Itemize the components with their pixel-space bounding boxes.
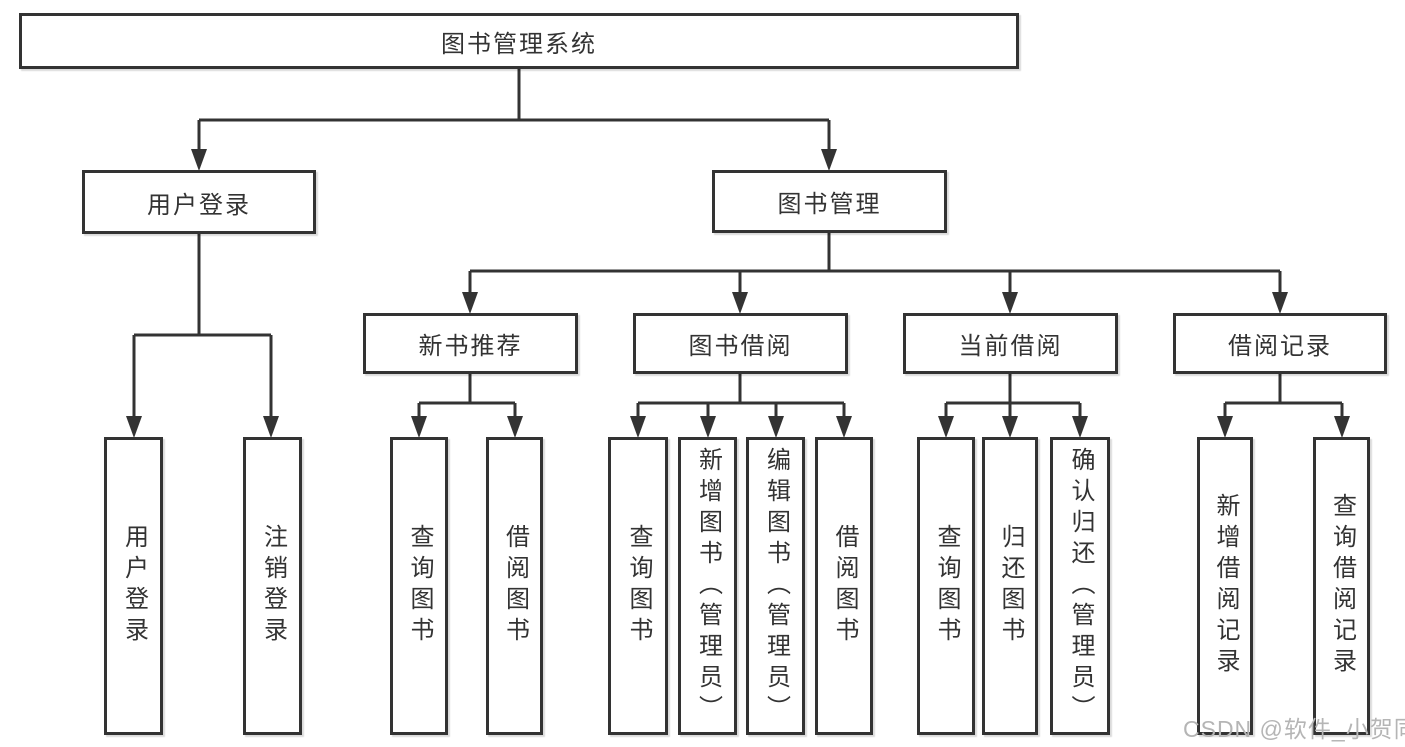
arrow-down-icon [263,416,279,438]
node-nbr-borrow-book-label: 借阅图书 [501,524,529,648]
node-user-login-label: 用户登录 [147,191,251,219]
arrow-down-icon [1272,292,1288,314]
edge-user-login-to-children [132,234,273,420]
node-root: 图书管理系统 [19,13,1019,69]
arrow-down-icon [1002,416,1018,438]
arrow-down-icon [1072,416,1088,438]
edge-book-borrow-to-children [636,374,846,420]
csdn-watermark: CSDN @软件_小贺同学 [1183,716,1405,742]
node-current-borrow: 当前借阅 [903,313,1118,374]
node-new-book-rec-label: 新书推荐 [418,333,523,360]
node-bb-borrow-book: 借阅图书 [815,437,873,735]
arrow-down-icon [938,416,954,438]
node-bb-add-book-admin: 新增图书（管理员） [678,437,737,735]
node-cb-return-book-label: 归还图书 [997,524,1024,648]
node-current-borrow-label: 当前借阅 [958,333,1063,360]
arrow-down-icon [1334,416,1350,438]
arrow-down-icon [768,416,784,438]
arrow-down-icon [630,416,646,438]
node-br-add-record: 新增借阅记录 [1197,437,1253,735]
arrow-down-icon [836,416,852,438]
node-book-mgmt: 图书管理 [712,170,947,233]
edge-new-book-rec-to-children [417,374,517,420]
node-logout: 注销登录 [243,437,302,735]
connector-edges [132,69,1344,420]
node-bb-edit-book-admin-label: 编辑图书（管理员） [762,446,790,726]
node-root-label: 图书管理系统 [441,30,597,58]
arrowheads [126,149,1350,438]
node-cb-query-book-label: 查询图书 [933,524,960,648]
node-bb-borrow-book-label: 借阅图书 [831,524,858,648]
node-logout-label: 注销登录 [259,524,287,648]
node-borrow-record: 借阅记录 [1173,313,1387,374]
node-bb-edit-book-admin: 编辑图书（管理员） [746,437,805,735]
arrow-down-icon [700,416,716,438]
edge-root-to-level2 [197,69,831,155]
node-br-add-record-label: 新增借阅记录 [1212,493,1239,679]
node-bb-query-book-label: 查询图书 [625,524,652,648]
node-bb-add-book-admin-label: 新增图书（管理员） [694,446,722,726]
node-br-query-record: 查询借阅记录 [1313,437,1370,735]
node-login: 用户登录 [104,437,163,735]
arrow-down-icon [462,292,478,314]
arrow-down-icon [1002,292,1018,314]
node-user-login: 用户登录 [82,170,316,234]
node-cb-query-book: 查询图书 [917,437,975,735]
node-nbr-query-book-label: 查询图书 [406,524,433,648]
arrow-down-icon [411,416,427,438]
node-borrow-record-label: 借阅记录 [1228,333,1332,360]
node-nbr-query-book: 查询图书 [390,437,448,735]
node-br-query-record-label: 查询借阅记录 [1328,493,1356,679]
edge-current-borrow-to-children [944,374,1082,420]
node-new-book-rec: 新书推荐 [363,313,578,374]
arrow-down-icon [732,292,748,314]
node-cb-confirm-return-admin-label: 确认归还（管理员） [1067,446,1094,726]
node-bb-query-book: 查询图书 [608,437,668,735]
node-login-label: 用户登录 [120,524,148,648]
arrow-down-icon [126,416,142,438]
node-nbr-borrow-book: 借阅图书 [486,437,543,735]
node-book-borrow: 图书借阅 [633,313,848,374]
node-cb-return-book: 归还图书 [982,437,1038,735]
node-cb-confirm-return-admin: 确认归还（管理员） [1050,437,1110,735]
edge-borrow-record-to-children [1223,374,1344,420]
arrow-down-icon [507,416,523,438]
arrow-down-icon [1217,416,1233,438]
edge-book-mgmt-to-level3 [468,233,1282,296]
arrow-down-icon [821,149,837,171]
arrow-down-icon [191,149,207,171]
node-book-mgmt-label: 图书管理 [777,191,882,218]
node-book-borrow-label: 图书借阅 [688,333,793,360]
